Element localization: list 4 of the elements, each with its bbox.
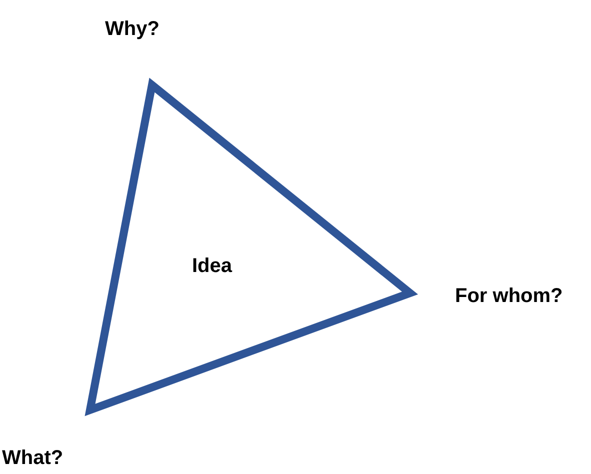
corner-label: Why? [105,18,160,41]
center-label: Idea [192,255,232,278]
corner-label: For whom? [455,285,563,308]
corner-label: What? [2,447,64,470]
